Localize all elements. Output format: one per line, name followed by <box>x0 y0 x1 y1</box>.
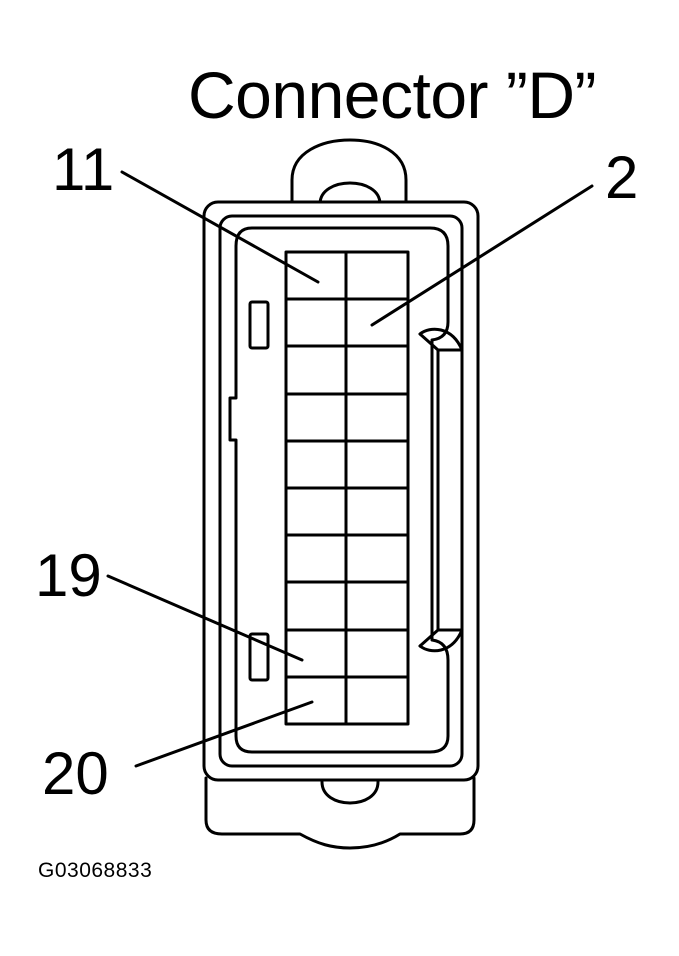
leader-line-20 <box>134 700 314 768</box>
lock-lever <box>418 327 464 653</box>
cavity-grid <box>284 250 410 726</box>
key-upper <box>248 300 270 350</box>
leader-line-19 <box>106 574 304 662</box>
leader-line-2 <box>370 184 594 327</box>
figure-id: G03068833 <box>38 859 153 882</box>
connector-inner-rim <box>218 214 464 768</box>
top-mounting-ear <box>290 138 408 212</box>
bottom-mounting-ear <box>204 776 476 850</box>
pin-label-19: 19 <box>35 542 102 609</box>
pin-label-2: 2 <box>605 144 639 211</box>
leader-line-11 <box>120 170 320 284</box>
connector-title: Connector ”D” <box>188 58 596 132</box>
pin-label-11: 11 <box>52 136 115 203</box>
key-lower <box>248 632 270 682</box>
pin-label-20: 20 <box>42 740 109 807</box>
